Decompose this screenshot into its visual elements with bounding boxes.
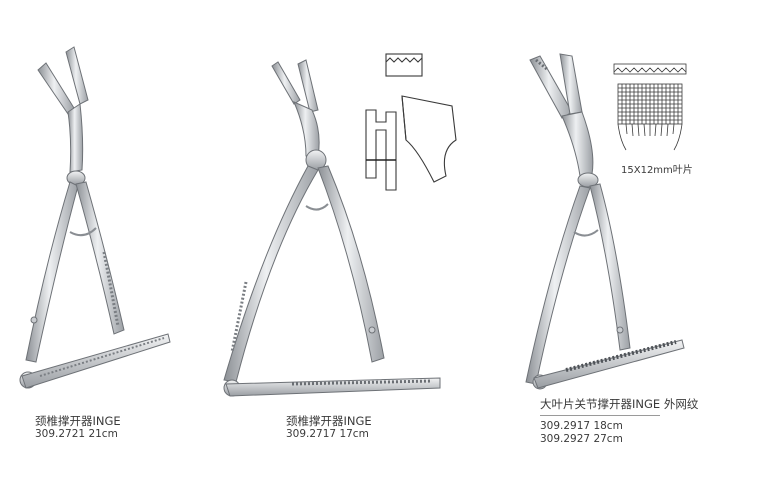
cervical-spreader-21cm-image xyxy=(19,46,171,389)
product-label-309-2717: 颈椎撑开器INGE 309.2717 17cm xyxy=(286,415,372,441)
blade-tip-detail-drawings xyxy=(365,53,457,191)
product-name: 颈椎撑开器INGE xyxy=(35,414,121,428)
mesh-blade-caption: 15X12mm叶片 xyxy=(621,165,693,176)
mesh-blade-detail-drawing xyxy=(613,63,687,151)
product-label-309-2721: 颈椎撑开器INGE 309.2721 21cm xyxy=(35,415,121,441)
product-codes-309-2917-2927: 309.2917 18cm 309.2927 27cm xyxy=(540,420,623,446)
product-code: 309.2717 17cm xyxy=(286,428,369,440)
product-code: 309.2721 21cm xyxy=(35,428,118,440)
product-code: 309.2927 27cm xyxy=(540,433,623,445)
large-blade-joint-spreader-image xyxy=(525,53,685,390)
product-name: 大叶片关节撑开器INGE 外网纹 xyxy=(540,397,699,411)
product-label-309-2917: 大叶片关节撑开器INGE 外网纹 xyxy=(540,398,698,411)
label-divider xyxy=(540,415,660,416)
cervical-spreader-17cm-image xyxy=(223,59,441,397)
product-name: 颈椎撑开器INGE xyxy=(286,414,372,428)
product-code: 309.2917 18cm xyxy=(540,420,623,432)
